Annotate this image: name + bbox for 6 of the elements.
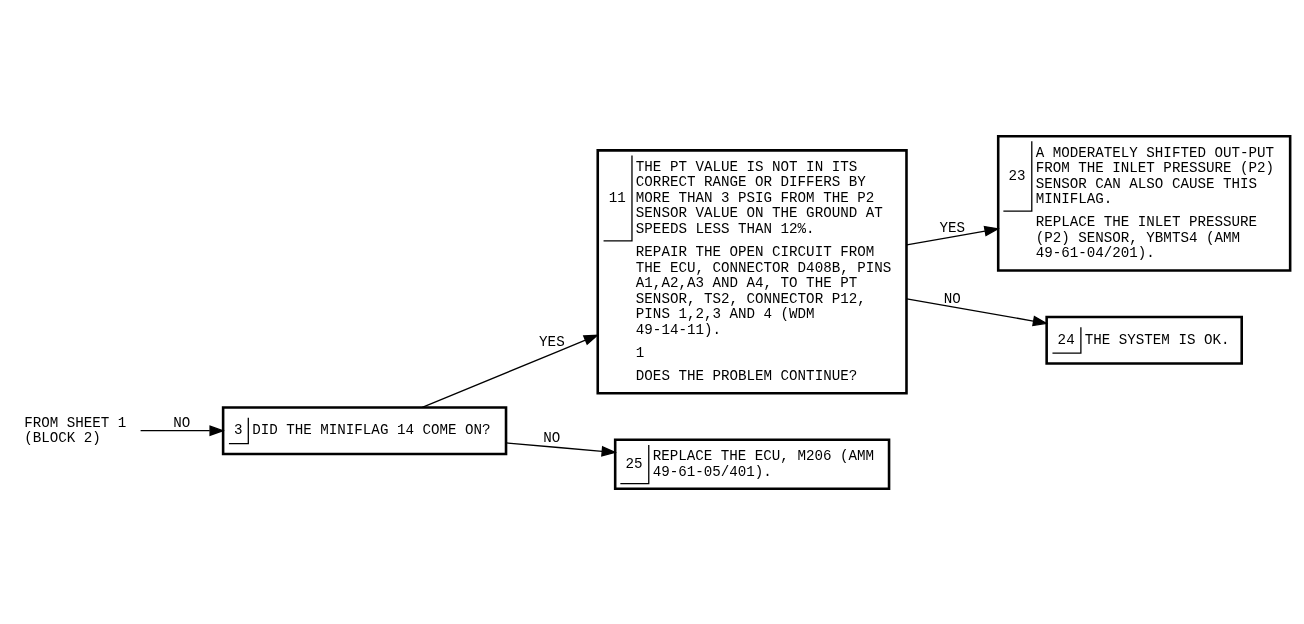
edge-label: YES (939, 219, 966, 235)
edge-label: NO (173, 414, 191, 431)
node-text: FROM SHEET 1 (BLOCK 2) (24, 414, 127, 446)
edge-label: YES (539, 333, 565, 350)
edge-label: NO (943, 290, 961, 307)
edge-label: NO (543, 429, 561, 446)
